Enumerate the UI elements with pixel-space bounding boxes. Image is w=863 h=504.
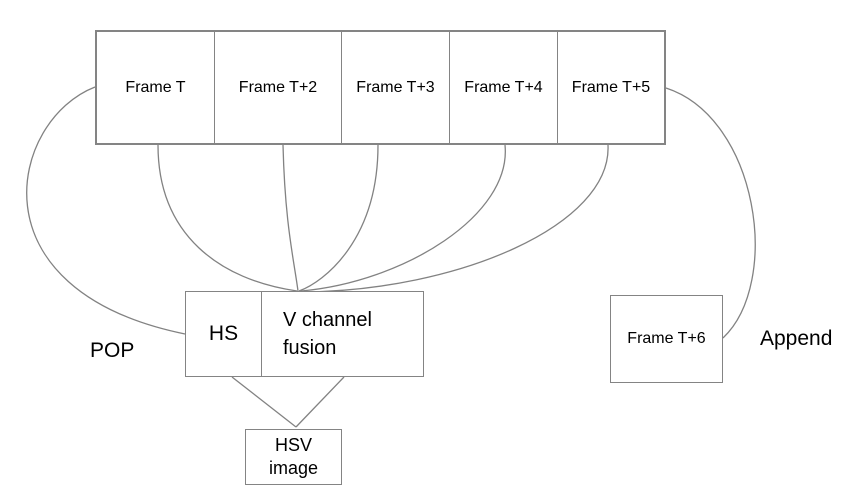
hsv-image-label: HSV image (268, 435, 319, 478)
frame-box-t2-label: Frame T+2 (238, 78, 318, 96)
frame-box-t6-label: Frame T+6 (627, 330, 706, 347)
curve-frame-t-to-fusion (157, 144, 298, 292)
curve-frame-t4-to-fusion (300, 144, 506, 292)
hs-label: HS (208, 322, 239, 345)
frame-box-t2: Frame T+2 (215, 32, 342, 143)
line-fusion-left-to-hsv (231, 376, 297, 428)
frame-buffer-row: Frame T Frame T+2 Frame T+3 Frame T+4 Fr… (95, 30, 666, 145)
fusion-box: HS V channel fusion (185, 291, 424, 377)
frame-box-t4: Frame T+4 (450, 32, 558, 143)
curve-frame-t3-to-fusion (298, 144, 379, 292)
frame-box-t: Frame T (97, 32, 215, 143)
frame-box-t5: Frame T+5 (558, 32, 664, 143)
frame-box-t3: Frame T+3 (342, 32, 450, 143)
v-channel-fusion-label: V channel fusion (283, 309, 372, 359)
pop-label: POP (90, 339, 135, 362)
frame-box-t6: Frame T+6 (610, 295, 723, 383)
frame-box-t3-label: Frame T+3 (356, 78, 435, 96)
line-fusion-right-to-hsv (295, 376, 345, 428)
v-channel-fusion-cell: V channel fusion (262, 292, 423, 376)
hs-cell: HS (186, 292, 262, 376)
hsv-image-box: HSV image (245, 429, 342, 485)
frame-box-t-label: Frame T (125, 78, 186, 96)
append-label: Append (760, 327, 833, 350)
curve-frame-t5-to-fusion (301, 144, 609, 293)
curve-frame-t2-to-fusion (282, 144, 299, 292)
frame-box-t5-label: Frame T+5 (571, 78, 651, 96)
frame-box-t4-label: Frame T+4 (464, 78, 543, 96)
